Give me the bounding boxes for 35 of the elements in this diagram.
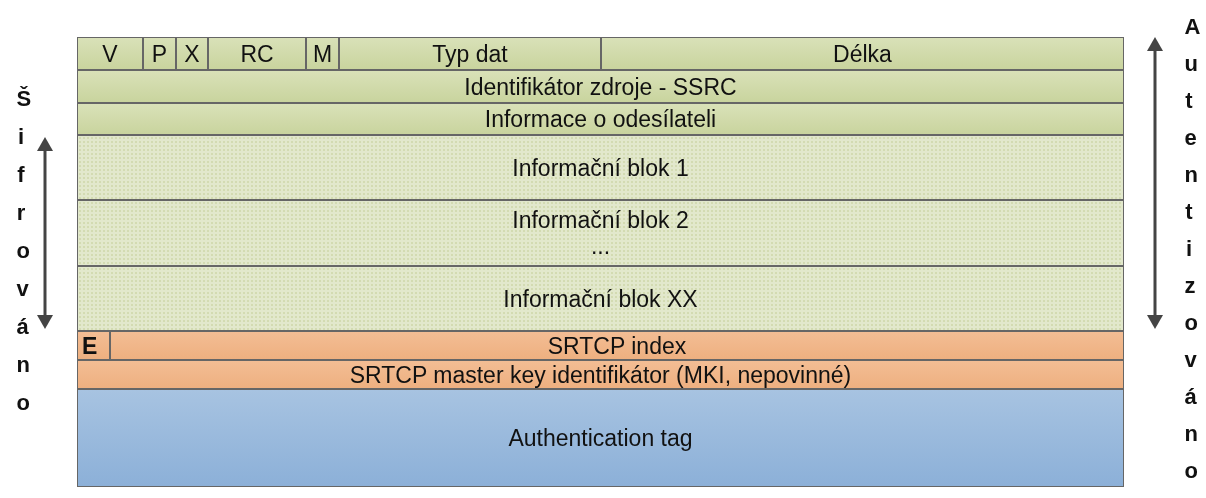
field-label: Informační blok 2 [512, 207, 689, 233]
field-row [110, 331, 1124, 360]
field-row [77, 70, 1124, 103]
field-label: Identifikátor zdroje - SSRC [464, 73, 737, 100]
field-label: V [102, 40, 118, 67]
field-label: SRTCP index [547, 332, 687, 359]
field-row [77, 103, 1124, 135]
field-cell [77, 37, 143, 70]
vertical-label: Šifrováno [15, 85, 32, 417]
field-label: RC [240, 40, 274, 67]
field-label: Délka [833, 40, 892, 67]
block-row [77, 200, 1124, 266]
field-cell [306, 37, 339, 70]
field-label: X [184, 40, 200, 67]
field-label: Informační blok 1 [512, 154, 689, 181]
field-cell [208, 37, 306, 70]
field-label: ... [590, 233, 611, 259]
field-cell [339, 37, 601, 70]
field-label: Informační blok XX [503, 285, 698, 312]
vertical-label: Autentizováno [1183, 13, 1200, 485]
field-label: Typ dat [432, 40, 508, 67]
field-label: SRTCP master key identifikátor (MKI, nepovinné) [349, 361, 852, 388]
field-row [77, 389, 1124, 487]
field-cell [77, 331, 110, 360]
field-row [77, 360, 1124, 389]
field-cell [601, 37, 1124, 70]
block-row [77, 266, 1124, 331]
field-label: Authentication tag [508, 425, 693, 451]
field-label: E [82, 332, 98, 359]
field-label: Informace o odesílateli [484, 106, 717, 132]
field-label: M [312, 40, 333, 67]
field-cell [143, 37, 176, 70]
field-label: P [151, 40, 168, 67]
field-cell [176, 37, 208, 70]
block-row [77, 135, 1124, 200]
